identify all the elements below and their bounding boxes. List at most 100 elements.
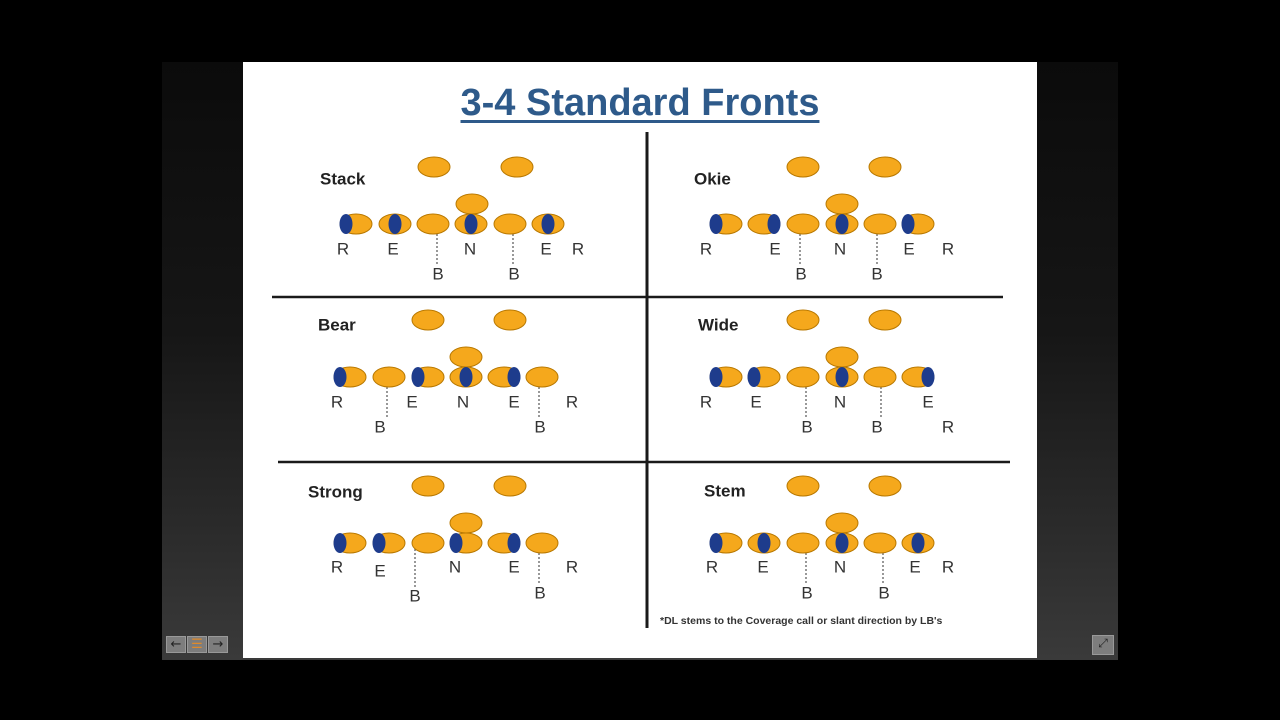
technique-marker <box>388 214 402 234</box>
technique-marker <box>333 533 347 553</box>
technique-marker <box>835 533 849 553</box>
linebacker-label: B <box>801 583 812 602</box>
linebacker-label: B <box>534 417 545 436</box>
line-player <box>525 532 559 554</box>
stack-player <box>455 193 489 215</box>
linebacker-player <box>786 156 820 178</box>
page-title: 3-4 Standard Fronts <box>460 82 820 124</box>
line-player <box>411 532 445 554</box>
formation-name: Stem <box>704 481 746 500</box>
linebacker-player <box>417 156 451 178</box>
technique-marker <box>333 367 347 387</box>
position-label: E <box>374 561 385 580</box>
slide-menu-button[interactable]: ☰ <box>187 636 207 653</box>
line-player <box>372 366 406 388</box>
arrow-right-icon: → <box>212 637 224 652</box>
technique-marker <box>449 533 463 553</box>
technique-marker <box>464 214 478 234</box>
technique-marker <box>459 367 473 387</box>
previous-slide-button[interactable]: ← <box>166 636 186 653</box>
linebacker-label: B <box>409 586 420 605</box>
slide <box>243 62 1037 658</box>
technique-marker <box>747 367 761 387</box>
position-label: E <box>909 557 920 576</box>
technique-marker <box>507 367 521 387</box>
technique-marker <box>507 533 521 553</box>
position-label: E <box>387 239 398 258</box>
position-label: E <box>750 392 761 411</box>
technique-marker <box>411 367 425 387</box>
position-label: R <box>566 392 578 411</box>
line-player <box>863 366 897 388</box>
position-label: R <box>572 239 584 258</box>
position-label: R <box>566 557 578 576</box>
position-label: R <box>337 239 349 258</box>
line-player <box>863 532 897 554</box>
linebacker-player <box>500 156 534 178</box>
formation-name: Stack <box>320 169 366 188</box>
technique-marker <box>709 367 723 387</box>
position-label: N <box>449 557 461 576</box>
technique-marker <box>835 367 849 387</box>
linebacker-player <box>493 309 527 331</box>
formation-name: Strong <box>308 482 363 501</box>
linebacker-label: B <box>534 583 545 602</box>
technique-marker <box>757 533 771 553</box>
linebacker-label: B <box>374 417 385 436</box>
line-player <box>416 213 450 235</box>
position-label: R <box>700 239 712 258</box>
formation-name: Bear <box>318 315 356 334</box>
linebacker-label: B <box>432 264 443 283</box>
position-label: N <box>457 392 469 411</box>
arrow-left-icon: ← <box>170 637 182 652</box>
position-label: N <box>834 392 846 411</box>
technique-marker <box>541 214 555 234</box>
line-player <box>786 532 820 554</box>
linebacker-label: B <box>795 264 806 283</box>
technique-marker <box>339 214 353 234</box>
technique-marker <box>709 533 723 553</box>
stack-player <box>825 512 859 534</box>
technique-marker <box>372 533 386 553</box>
technique-marker <box>709 214 723 234</box>
linebacker-player <box>868 309 902 331</box>
linebacker-player <box>493 475 527 497</box>
technique-marker <box>835 214 849 234</box>
position-label: R <box>700 392 712 411</box>
position-label: R <box>942 417 954 436</box>
linebacker-label: B <box>508 264 519 283</box>
position-label: R <box>942 239 954 258</box>
linebacker-label: B <box>871 264 882 283</box>
line-player <box>493 213 527 235</box>
position-label: R <box>331 392 343 411</box>
stack-player <box>825 193 859 215</box>
linebacker-player <box>868 156 902 178</box>
position-label: N <box>834 557 846 576</box>
linebacker-player <box>411 475 445 497</box>
stack-player <box>449 512 483 534</box>
position-label: E <box>540 239 551 258</box>
position-label: E <box>903 239 914 258</box>
fullscreen-icon: ⤢ <box>1098 636 1108 650</box>
position-label: E <box>508 392 519 411</box>
formation-name: Wide <box>698 315 738 334</box>
line-player <box>863 213 897 235</box>
footnote: *DL stems to the Coverage call or slant … <box>660 615 943 627</box>
technique-marker <box>767 214 781 234</box>
linebacker-label: B <box>801 417 812 436</box>
stack-player <box>825 346 859 368</box>
linebacker-player <box>411 309 445 331</box>
position-label: N <box>464 239 476 258</box>
linebacker-label: B <box>871 417 882 436</box>
formation-name: Okie <box>694 169 731 188</box>
position-label: E <box>769 239 780 258</box>
linebacker-player <box>786 475 820 497</box>
position-label: E <box>508 557 519 576</box>
next-slide-button[interactable]: → <box>208 636 228 653</box>
position-label: E <box>757 557 768 576</box>
technique-marker <box>901 214 915 234</box>
fullscreen-button[interactable]: ⤢ <box>1092 635 1114 655</box>
stack-player <box>449 346 483 368</box>
position-label: N <box>834 239 846 258</box>
